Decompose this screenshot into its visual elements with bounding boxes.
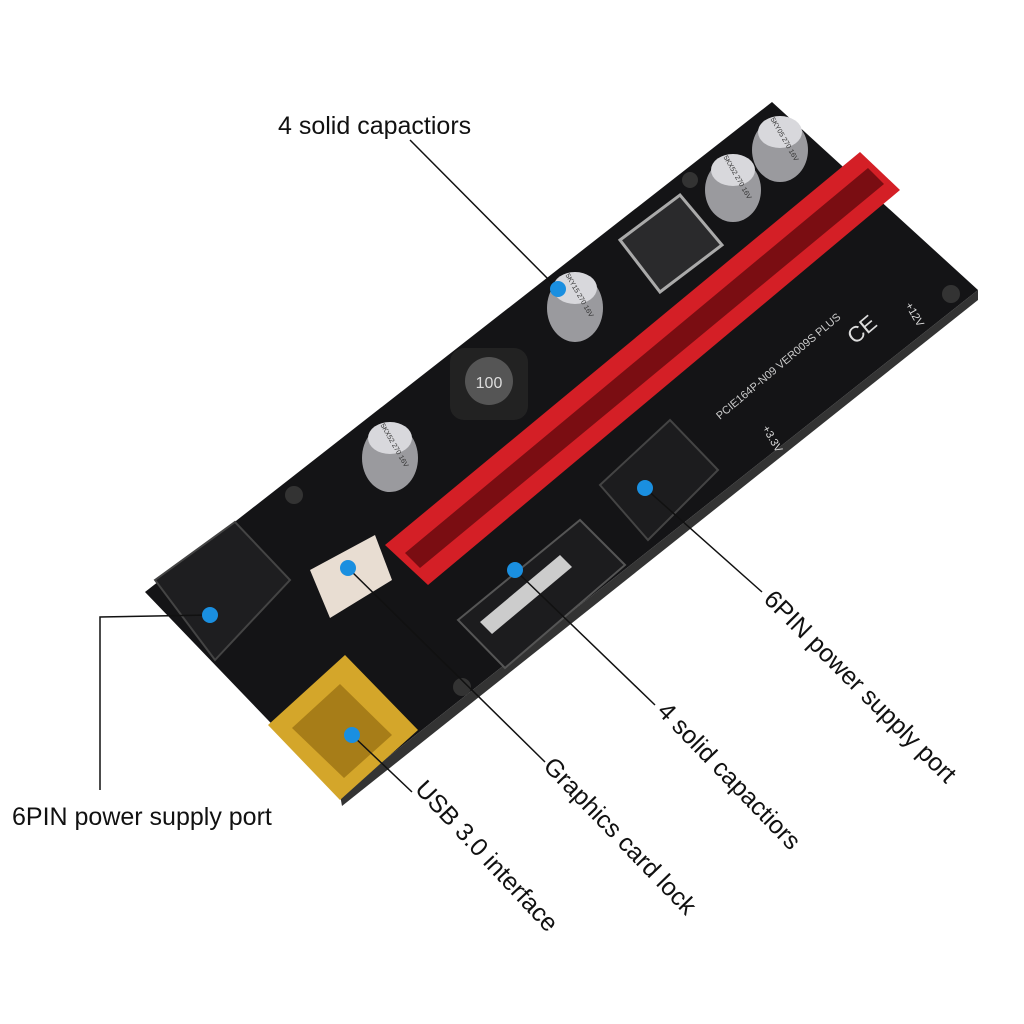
pcb-edge: [340, 290, 978, 806]
voltage-regulator: [617, 192, 725, 295]
inductor-label: 100: [476, 375, 503, 392]
callout-dot: [507, 562, 523, 578]
card-lock: [310, 535, 392, 618]
pcie-slot-groove: [405, 168, 884, 568]
inductor: 100: [450, 348, 528, 420]
callout-dot: [637, 480, 653, 496]
capacitor: 5KX52 270 16V: [362, 422, 418, 492]
molex-pins: [480, 555, 572, 634]
mounting-hole: [942, 285, 960, 303]
6pin-connector-right: [598, 418, 720, 542]
label-top-capacitors: 4 solid capactiors: [278, 112, 472, 140]
label-left-power-port: 6PIN power supply port: [12, 803, 272, 831]
capacitor: 5KY05 270 16V: [752, 116, 808, 182]
callout-dot: [550, 281, 566, 297]
mounting-hole: [453, 678, 471, 696]
mounting-hole: [285, 486, 303, 504]
molex-connector: [456, 518, 627, 670]
usb-port-inner: [292, 684, 392, 778]
callout-dot: [202, 607, 218, 623]
callout-lines: [99, 139, 763, 793]
callout-dot: [340, 560, 356, 576]
capacitor: 5KX52 270 16V: [705, 154, 761, 222]
callout-dot: [344, 727, 360, 743]
capacitor: 5KY15 270 16V: [547, 272, 603, 342]
mounting-hole: [682, 172, 698, 188]
6pin-connector-left: [153, 520, 292, 662]
